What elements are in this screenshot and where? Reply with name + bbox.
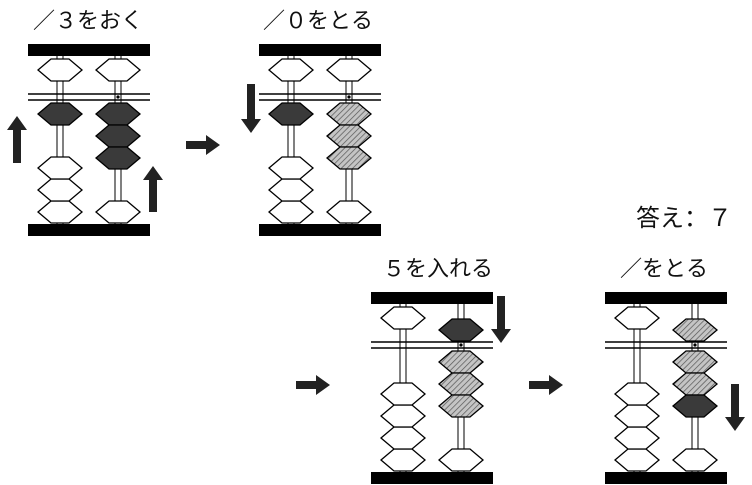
abacus-4-bottom-frame (605, 472, 727, 484)
abacus-2-rod-1-one-bead-3 (267, 178, 315, 202)
step-1-label: ／３をおく (33, 9, 144, 34)
abacus-2-rod-1-one-bead-4 (267, 156, 315, 180)
abacus-4-rod-1-one-bead-2 (613, 426, 661, 450)
abacus-4-rod-2-one-bead-4 (671, 448, 719, 472)
answer-label: 答え：７ (636, 204, 732, 232)
abacus-1-rod-1-one-bead-4 (36, 156, 84, 180)
abacus-3-rod-2-five-bead (437, 318, 485, 342)
abacus-1-rod-2-one-bead-2 (94, 124, 142, 148)
next-step-arrow-3 (529, 375, 563, 395)
abacus-3-rod-1-one-bead-2 (379, 426, 427, 450)
move-up-arrow-1 (7, 116, 27, 163)
abacus-4-unit-dot (693, 343, 697, 347)
abacus-1-rod-1-one-bead-2 (36, 200, 84, 224)
abacus-1-rod-1-one-bead-1 (36, 102, 84, 126)
abacus-1-bottom-frame (28, 224, 150, 236)
abacus-1-rod-1-one-bead-3 (36, 178, 84, 202)
abacus-3-rod-2-one-bead-3 (437, 394, 485, 418)
abacus-2-rod-2-one-bead-3 (325, 146, 373, 170)
abacus-2-top-frame (259, 44, 381, 56)
step-3-label: ５を入れる (383, 257, 494, 282)
move-down-arrow-3 (725, 384, 745, 431)
next-step-arrow-1 (186, 135, 220, 155)
abacus-3-top-frame (371, 292, 493, 304)
abacus-4-rod-2-five-bead (671, 318, 719, 342)
abacus-3-bottom-frame (371, 472, 493, 484)
abacus-2-rod-1-five-bead (267, 58, 315, 82)
move-down-arrow-1 (241, 84, 261, 133)
abacus-4-rod-2-one-bead-2 (671, 372, 719, 396)
abacus-2-rod-2-five-bead (325, 58, 373, 82)
abacus-4-rod-1-five-bead (613, 306, 661, 330)
next-step-arrow-2 (296, 375, 330, 395)
abacus-1-top-frame (28, 44, 150, 56)
abacus-2-rod-2-one-bead-4 (325, 200, 373, 224)
move-up-arrow-2 (143, 166, 163, 212)
abacus-1-rod-2-one-bead-1 (94, 102, 142, 126)
abacus-3-rod-1-five-bead (379, 306, 427, 330)
abacus-1-rod-2-one-bead-3 (94, 146, 142, 170)
abacus-1-rod-2-one-bead-4 (94, 200, 142, 224)
abacus-2-rod-1-one-bead-1 (267, 102, 315, 126)
abacus-2-unit-dot (347, 95, 351, 99)
abacus-2-rod-2-one-bead-2 (325, 124, 373, 148)
abacus-2-rod-2-one-bead-1 (325, 102, 373, 126)
step-2-label: ／０をとる (263, 9, 374, 34)
abacus-1-rod-1-five-bead (36, 58, 84, 82)
abacus-3-rod-1-one-bead-3 (379, 404, 427, 428)
abacus-3-rod-1-one-bead-4 (379, 382, 427, 406)
abacus-3-rod-1-one-bead-1 (379, 448, 427, 472)
abacus-4-rod-2-one-bead-1 (671, 350, 719, 374)
abacus-4-rod-1-one-bead-3 (613, 404, 661, 428)
abacus-3-rod-2-one-bead-2 (437, 372, 485, 396)
step-4-label: ／をとる (620, 257, 709, 282)
abacus-1-rod-2-five-bead (94, 58, 142, 82)
abacus-4-top-frame (605, 292, 727, 304)
abacus-4-rod-1-one-bead-4 (613, 382, 661, 406)
abacus-3-rod-2-one-bead-4 (437, 448, 485, 472)
abacus-2-bottom-frame (259, 224, 381, 236)
abacus-4-rod-2-one-bead-3 (671, 394, 719, 418)
abacus-2-rod-1-one-bead-2 (267, 200, 315, 224)
abacus-1-unit-dot (116, 95, 120, 99)
move-down-arrow-2 (491, 296, 511, 343)
abacus-4-rod-1-one-bead-1 (613, 448, 661, 472)
abacus-3-rod-2-one-bead-1 (437, 350, 485, 374)
abacus-3-unit-dot (459, 343, 463, 347)
